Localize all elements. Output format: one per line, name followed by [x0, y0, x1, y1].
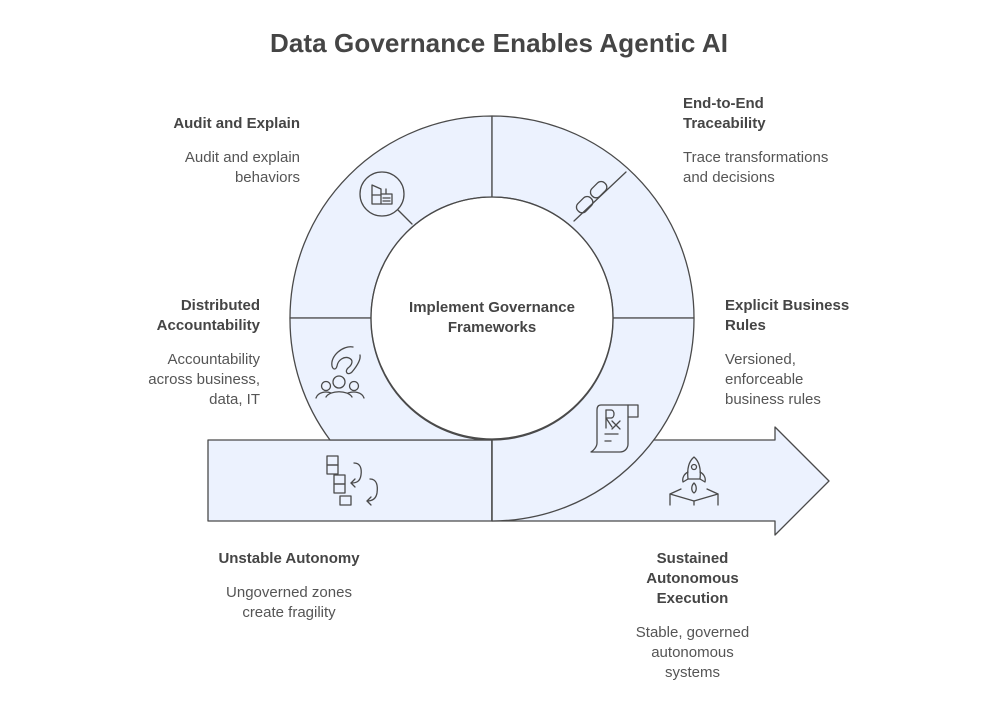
label-rules: Explicit Business Rules Versioned, enfor…	[725, 296, 865, 410]
chain-link-icon	[573, 171, 627, 222]
label-accountability-heading: Distributed Accountability	[156, 297, 260, 334]
center-label: Implement Governance Frameworks	[409, 299, 575, 336]
center-circle	[371, 197, 613, 439]
magnifier-building-icon	[359, 171, 413, 225]
label-rules-heading: Explicit Business Rules	[725, 297, 850, 334]
label-accountability: Distributed Accountability Accountabilit…	[120, 296, 260, 410]
label-sustained-description: Stable, governed autonomous systems	[635, 624, 750, 681]
label-audit-heading: Audit and Explain	[173, 115, 300, 132]
label-traceability-heading: End-to-End Traceability	[683, 95, 766, 132]
label-rules-description: Versioned, enforceable business rules	[725, 351, 821, 408]
label-unstable-heading: Unstable Autonomy	[218, 550, 360, 567]
label-unstable-description: Ungoverned zones create fragility	[226, 584, 352, 621]
people-hand-icon	[315, 346, 365, 399]
label-traceability-description: Trace transformations and decisions	[683, 149, 829, 186]
label-accountability-description: Accountability across business, data, IT	[148, 351, 260, 408]
label-audit-description: Audit and explain behaviors	[184, 149, 300, 186]
label-sustained-heading: Sustained Autonomous Execution	[646, 550, 739, 607]
rocket-launch-icon	[669, 456, 719, 506]
label-unstable: Unstable Autonomy Ungoverned zones creat…	[200, 549, 378, 623]
unstable-autonomy-block	[207, 439, 493, 522]
diagram-title: Data Governance Enables Agentic AI	[269, 28, 729, 58]
label-sustained: Sustained Autonomous Execution Stable, g…	[620, 549, 765, 683]
label-traceability: End-to-End Traceability Trace transforma…	[683, 94, 848, 188]
scroll-rx-icon	[590, 404, 639, 453]
stacked-blocks-arrows-icon	[326, 455, 378, 506]
label-audit: Audit and Explain Audit and explain beha…	[120, 114, 300, 188]
